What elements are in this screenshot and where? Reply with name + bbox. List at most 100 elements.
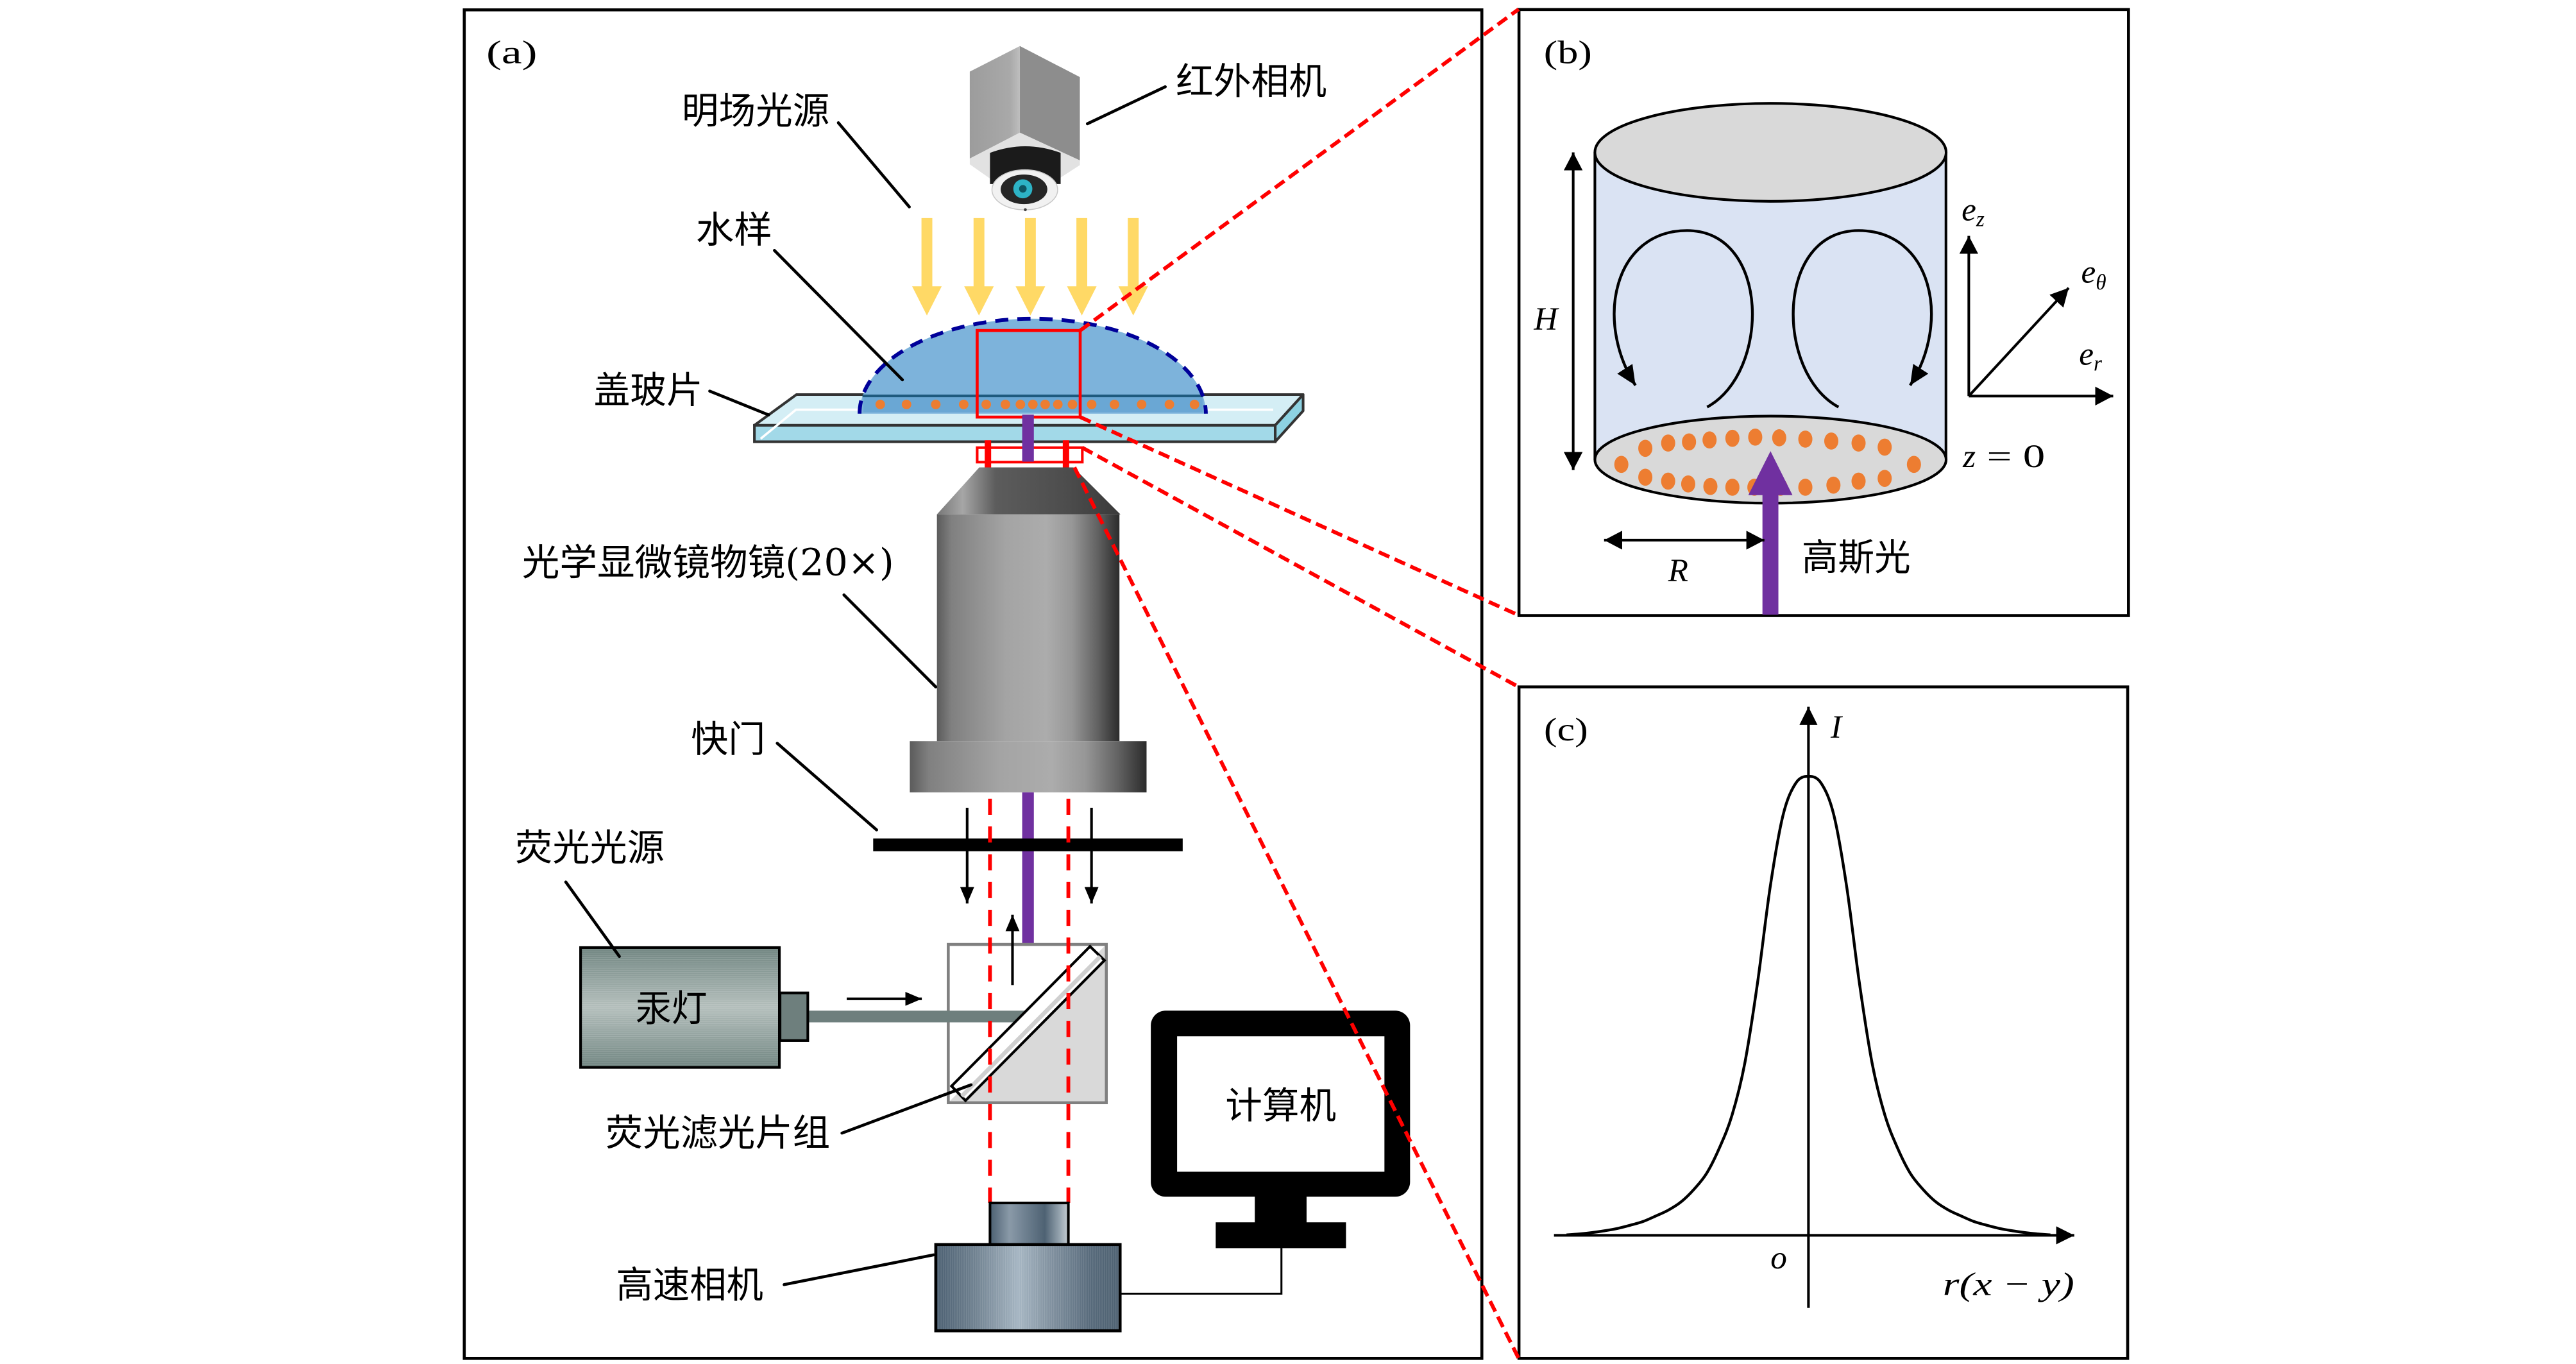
cylinder-side [1595,152,1946,460]
er-base: e [2079,336,2094,373]
shutter-blade [873,838,1183,851]
particle-dot [1614,456,1629,473]
objective-collar [910,741,1147,793]
particle-dot [1798,479,1813,496]
particle-dot [1725,429,1740,447]
mercury-lamp-port [779,991,809,1042]
particle-dot [1661,472,1675,490]
camera-left-face [969,46,1021,159]
connector-droplet-to-b-top [1079,7,1520,332]
particle-dot [901,399,911,409]
mercury-lamp-texture [582,948,778,1066]
brightfield-arrow [1118,217,1148,316]
particle-dot [1877,438,1892,456]
etheta-subscript: θ [2096,271,2106,294]
particle-dot [1824,432,1839,450]
brightfield-arrow [911,217,942,316]
particle-dot [1798,431,1813,448]
panel-a-frame [462,8,1484,1360]
unit-vector-etheta: eθ [2081,254,2106,294]
panel-a: (a) [462,8,1484,1360]
leader-fluorescence-source [564,880,621,959]
leader-objective [842,593,938,688]
particle-dot [931,399,941,409]
objective-nose-cone [936,467,1121,515]
fluid-cylinder [1593,102,1948,505]
ez-subscript: z [1976,208,1985,232]
camera-lens-center [1019,185,1027,193]
particle-dot [1772,429,1786,447]
camera-right-face [1020,46,1080,160]
particle-dot [1028,399,1038,409]
particle-dot [958,399,969,409]
particle-dot [1826,476,1841,494]
particle-dot [1906,456,1921,473]
particle-dot [1638,468,1653,486]
particle-dot [1703,477,1718,495]
panel-a-label: (a) [486,35,537,71]
circulation-loop-right [1792,229,1933,409]
intensity-axis-label: I [1830,709,1843,746]
computer-label: 计算机 [1225,1084,1336,1127]
cover-slip-label: 盖玻片 [594,369,703,412]
gaussian-beam-label: 高斯光 [1802,536,1911,579]
particle-dot [1702,431,1717,449]
monitor-screen [1177,1036,1385,1172]
particle-dot [1725,479,1740,496]
particle-dot [1661,434,1675,452]
panel-c: (c) I o r(x − y) [1517,685,2130,1360]
connector-focus-to-c-top [1081,446,1520,689]
high-speed-camera-label: 高速相机 [616,1264,763,1307]
mercury-lamp-label: 汞灯 [636,987,708,1030]
particle-dot [875,399,885,409]
brightfield-arrow [1067,217,1097,316]
etheta-base: e [2081,254,2096,291]
panel-b: (b) H R ez eθ er z= 0 高斯光 [1517,8,2130,617]
monitor-base [1216,1222,1346,1249]
leader-brightfield-source [836,121,911,209]
microscope-objective [910,467,1147,793]
bottom-plane-label: z= 0 [1962,438,2045,475]
particle-dot [1067,399,1078,409]
gaussian-beam-upper [1022,414,1034,462]
zoom-connectors [1072,7,1521,1360]
objective-barrel [936,514,1120,742]
gaussian-beam-arrowhead [1748,451,1793,495]
ir-camera-label: 红外相机 [1176,60,1326,103]
particle-dot [1087,399,1097,409]
mercury-light-beam [808,1010,1034,1023]
connector-droplet-to-b-bottom [1079,415,1520,617]
connector-focus-to-c-bottom [1072,466,1521,1360]
panel-b-label: (b) [1544,35,1592,71]
water-droplet [858,316,1208,414]
infrared-camera [969,46,1080,212]
radial-axis-label: r(x − y) [1943,1266,2074,1302]
particle-dot [1877,470,1892,487]
focal-region-marker-right [1062,440,1069,470]
particle-dot [1001,399,1010,409]
shutter-label: 快门 [691,718,765,761]
particle-dot [1110,399,1119,409]
high-speed-camera-texture [937,1246,1119,1329]
brightfield-source-label: 明场光源 [682,89,830,132]
plane-relation: = 0 [1987,438,2046,475]
panel-c-label: (c) [1544,712,1588,748]
particle-dot [1040,399,1050,409]
panel-b-frame [1517,8,2130,617]
panel-c-frame [1517,685,2130,1360]
ez-base: e [1962,192,1976,228]
cylinder-top [1593,102,1948,203]
intensity-curve [1566,774,2051,1236]
particle-dot [1189,399,1199,409]
brightfield-arrow [964,217,994,316]
focal-region-marker-left [985,440,992,470]
particle-dot [1164,399,1174,409]
leader-ir-camera [1085,85,1167,126]
leader-cover-slip [708,389,770,417]
gaussian-beam-shaft [1762,491,1779,615]
axis-etheta-arrow [1967,287,2070,397]
droplet-outline [858,316,1208,414]
particle-dot [1682,433,1697,451]
height-symbol: H [1533,301,1559,337]
